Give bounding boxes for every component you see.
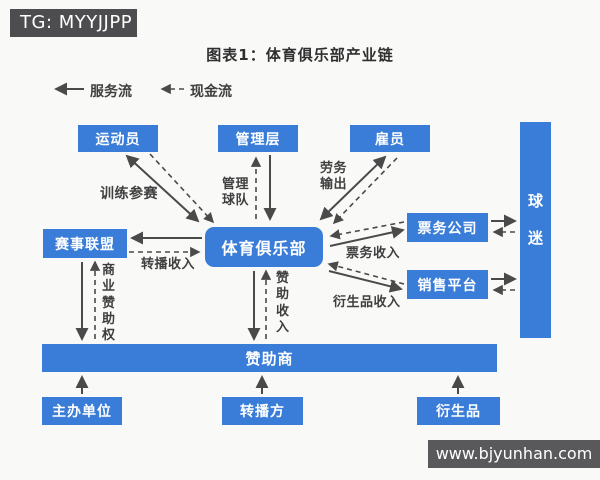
node-employees: 雇员 [350, 125, 430, 152]
node-broadcaster: 转播方 [222, 397, 303, 425]
node-athletes: 运动员 [78, 125, 158, 152]
website-bar: www.bjyunhan.com [428, 440, 600, 468]
chart-title: 图表1：体育俱乐部产业链 [206, 46, 394, 64]
arrow-ticketing-club-cash [329, 221, 405, 240]
label-commercial-sponsorship-right: 商业赞助权 [102, 263, 116, 343]
arrow-sales-club-cash [327, 261, 405, 285]
node-management: 管理层 [218, 125, 298, 152]
node-league: 赛事联盟 [43, 229, 127, 258]
label-manage-team: 管理球队 [222, 177, 250, 209]
label-ticket-income: 票务收入 [346, 246, 401, 261]
label-broadcast-income: 转播收入 [141, 257, 196, 272]
label-training: 训练参赛 [100, 186, 158, 202]
label-labor-export: 劳务输出 [320, 161, 348, 193]
legend-cash-flow-label: 现金流 [190, 84, 232, 100]
node-fans: 球迷 [520, 122, 551, 338]
arrow-athletes-club-cash [149, 153, 215, 224]
watermark-badge: TG: MYYJJPP [10, 9, 137, 37]
node-organizer: 主办单位 [42, 397, 122, 425]
node-sales: 销售平台 [407, 270, 488, 299]
label-derivative-income: 衍生品收入 [333, 295, 401, 310]
node-sponsors: 赞助商 [42, 344, 497, 372]
label-sponsorship-income: 赞助收入 [276, 271, 290, 335]
arrow-club-ticketing-service [329, 226, 405, 247]
node-club: 体育俱乐部 [205, 227, 323, 267]
node-derivatives: 衍生品 [417, 397, 500, 425]
node-ticketing: 票务公司 [407, 213, 488, 242]
legend-service-flow-label: 服务流 [90, 84, 132, 100]
arrow-club-sales-service [328, 270, 403, 293]
